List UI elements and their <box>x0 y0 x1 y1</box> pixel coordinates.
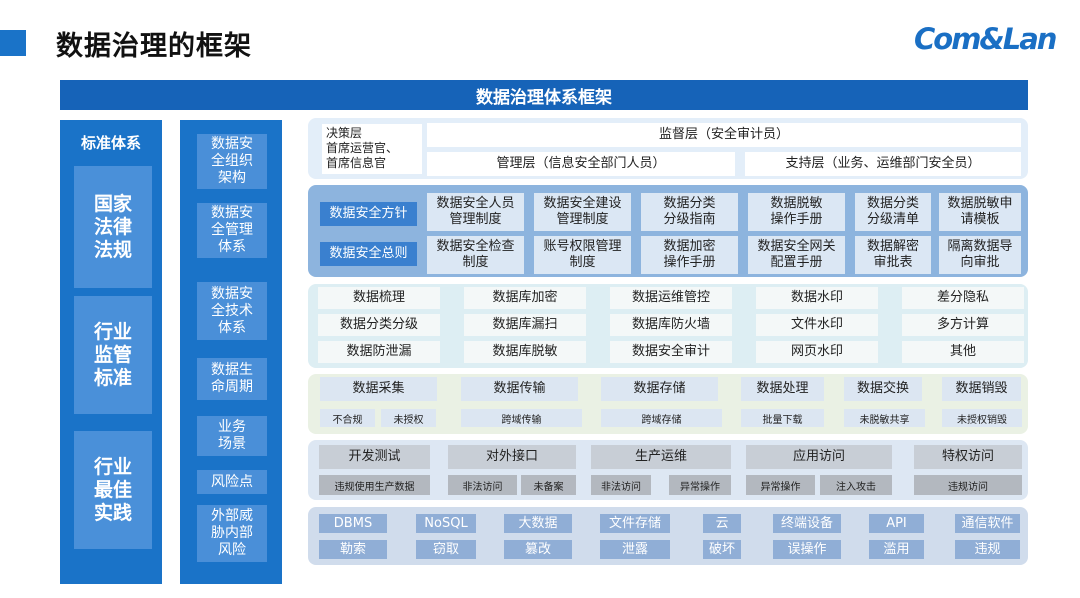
general-rules-label: 数据安全总则 <box>320 242 417 266</box>
category-card: 数据生命周期 <box>197 358 267 400</box>
tech-item: 数据运维管控 <box>610 287 732 309</box>
tech-item: 数据安全审计 <box>610 341 732 363</box>
lifecycle-stage: 数据处理 <box>741 377 824 401</box>
policy-label: 数据安全方针 <box>320 202 417 226</box>
lifecycle-risk: 跨域传输 <box>461 409 582 427</box>
page-title: 数据治理的框架 <box>56 31 252 62</box>
framework-banner: 数据治理体系框架 <box>60 80 1028 110</box>
threat-item: 误操作 <box>773 540 841 559</box>
management-doc: 数据脱敏申请模板 <box>939 193 1021 231</box>
scenario-risk: 违规使用生产数据 <box>319 475 430 495</box>
asset-item: DBMS <box>319 514 387 533</box>
management-doc: 数据安全建设管理制度 <box>534 193 631 231</box>
lifecycle-risk: 跨域存储 <box>601 409 722 427</box>
asset-item: 文件存储 <box>600 514 670 533</box>
title-accent-bar <box>0 30 26 56</box>
threat-item: 破坏 <box>703 540 741 559</box>
scenario-item: 开发测试 <box>319 445 430 469</box>
tech-item: 数据库防火墙 <box>610 314 732 336</box>
supervision-layer-box: 监督层（安全审计员） <box>427 123 1021 147</box>
management-doc: 数据脱敏操作手册 <box>748 193 845 231</box>
standards-card: 国家法律法规 <box>74 166 152 288</box>
asset-item: API <box>869 514 924 533</box>
tech-item: 文件水印 <box>756 314 878 336</box>
management-doc: 数据分类分级清单 <box>855 193 931 231</box>
threat-item: 勒索 <box>319 540 387 559</box>
category-card: 风险点 <box>197 470 267 494</box>
management-doc: 数据加密操作手册 <box>641 236 738 274</box>
threat-item: 泄露 <box>600 540 670 559</box>
scenario-risk: 异常操作 <box>746 475 815 495</box>
tech-item: 网页水印 <box>756 341 878 363</box>
tech-item: 数据库漏扫 <box>464 314 586 336</box>
management-doc: 隔离数据导向审批 <box>939 236 1021 274</box>
lifecycle-risk: 未脱敏共享 <box>844 409 925 427</box>
category-card: 外部威胁内部风险 <box>197 505 267 562</box>
category-card: 数据安全技术体系 <box>197 282 267 340</box>
category-card: 数据安全组织架构 <box>197 134 267 189</box>
lifecycle-stage: 数据销毁 <box>942 377 1021 401</box>
asset-item: 终端设备 <box>773 514 841 533</box>
scenario-item: 应用访问 <box>746 445 892 469</box>
scenario-risk: 非法访问 <box>591 475 651 495</box>
threat-item: 违规 <box>955 540 1020 559</box>
lifecycle-stage: 数据存储 <box>601 377 718 401</box>
management-doc: 数据分类分级指南 <box>641 193 738 231</box>
scenario-risk: 非法访问 <box>448 475 517 495</box>
tech-item: 多方计算 <box>902 314 1024 336</box>
tech-item: 差分隐私 <box>902 287 1024 309</box>
management-doc: 数据解密审批表 <box>855 236 931 274</box>
standards-card: 行业最佳实践 <box>74 431 152 549</box>
threat-item: 窃取 <box>416 540 476 559</box>
management-doc: 数据安全网关配置手册 <box>748 236 845 274</box>
management-doc: 数据安全人员管理制度 <box>427 193 524 231</box>
standards-card: 行业监管标准 <box>74 296 152 414</box>
company-logo: Com&Lan <box>914 22 1057 56</box>
scenario-risk: 注入攻击 <box>820 475 892 495</box>
tech-item: 数据防泄漏 <box>318 341 440 363</box>
lifecycle-risk: 不合规 <box>320 409 375 427</box>
threat-item: 滥用 <box>869 540 924 559</box>
tech-item: 数据库加密 <box>464 287 586 309</box>
tech-item: 数据梳理 <box>318 287 440 309</box>
lifecycle-stage: 数据采集 <box>320 377 437 401</box>
scenario-risk: 异常操作 <box>669 475 731 495</box>
threat-item: 篡改 <box>504 540 572 559</box>
scenario-risk: 未备案 <box>521 475 576 495</box>
asset-item: 大数据 <box>504 514 572 533</box>
management-layer-box: 管理层（信息安全部门人员） <box>427 152 735 176</box>
management-doc: 账号权限管理制度 <box>534 236 631 274</box>
asset-item: 通信软件 <box>955 514 1020 533</box>
category-card: 数据安全管理体系 <box>197 203 267 258</box>
lifecycle-stage: 数据传输 <box>461 377 578 401</box>
management-doc: 数据安全检查制度 <box>427 236 524 274</box>
lifecycle-risk: 未授权销毁 <box>942 409 1022 427</box>
support-layer-box: 支持层（业务、运维部门安全员） <box>745 152 1021 176</box>
category-card: 业务场景 <box>197 416 267 456</box>
scenario-risk: 违规访问 <box>914 475 1022 495</box>
asset-item: NoSQL <box>416 514 476 533</box>
asset-item: 云 <box>703 514 741 533</box>
scenario-item: 对外接口 <box>448 445 576 469</box>
scenario-item: 特权访问 <box>914 445 1022 469</box>
decision-layer-box: 决策层首席运营官、首席信息官 <box>322 124 422 174</box>
tech-item: 数据水印 <box>756 287 878 309</box>
lifecycle-risk: 未授权 <box>381 409 436 427</box>
standards-heading: 标准体系 <box>80 133 141 152</box>
lifecycle-stage: 数据交换 <box>844 377 922 401</box>
tech-item: 其他 <box>902 341 1024 363</box>
scenario-item: 生产运维 <box>591 445 731 469</box>
tech-item: 数据库脱敏 <box>464 341 586 363</box>
lifecycle-risk: 批量下载 <box>741 409 824 427</box>
tech-item: 数据分类分级 <box>318 314 440 336</box>
